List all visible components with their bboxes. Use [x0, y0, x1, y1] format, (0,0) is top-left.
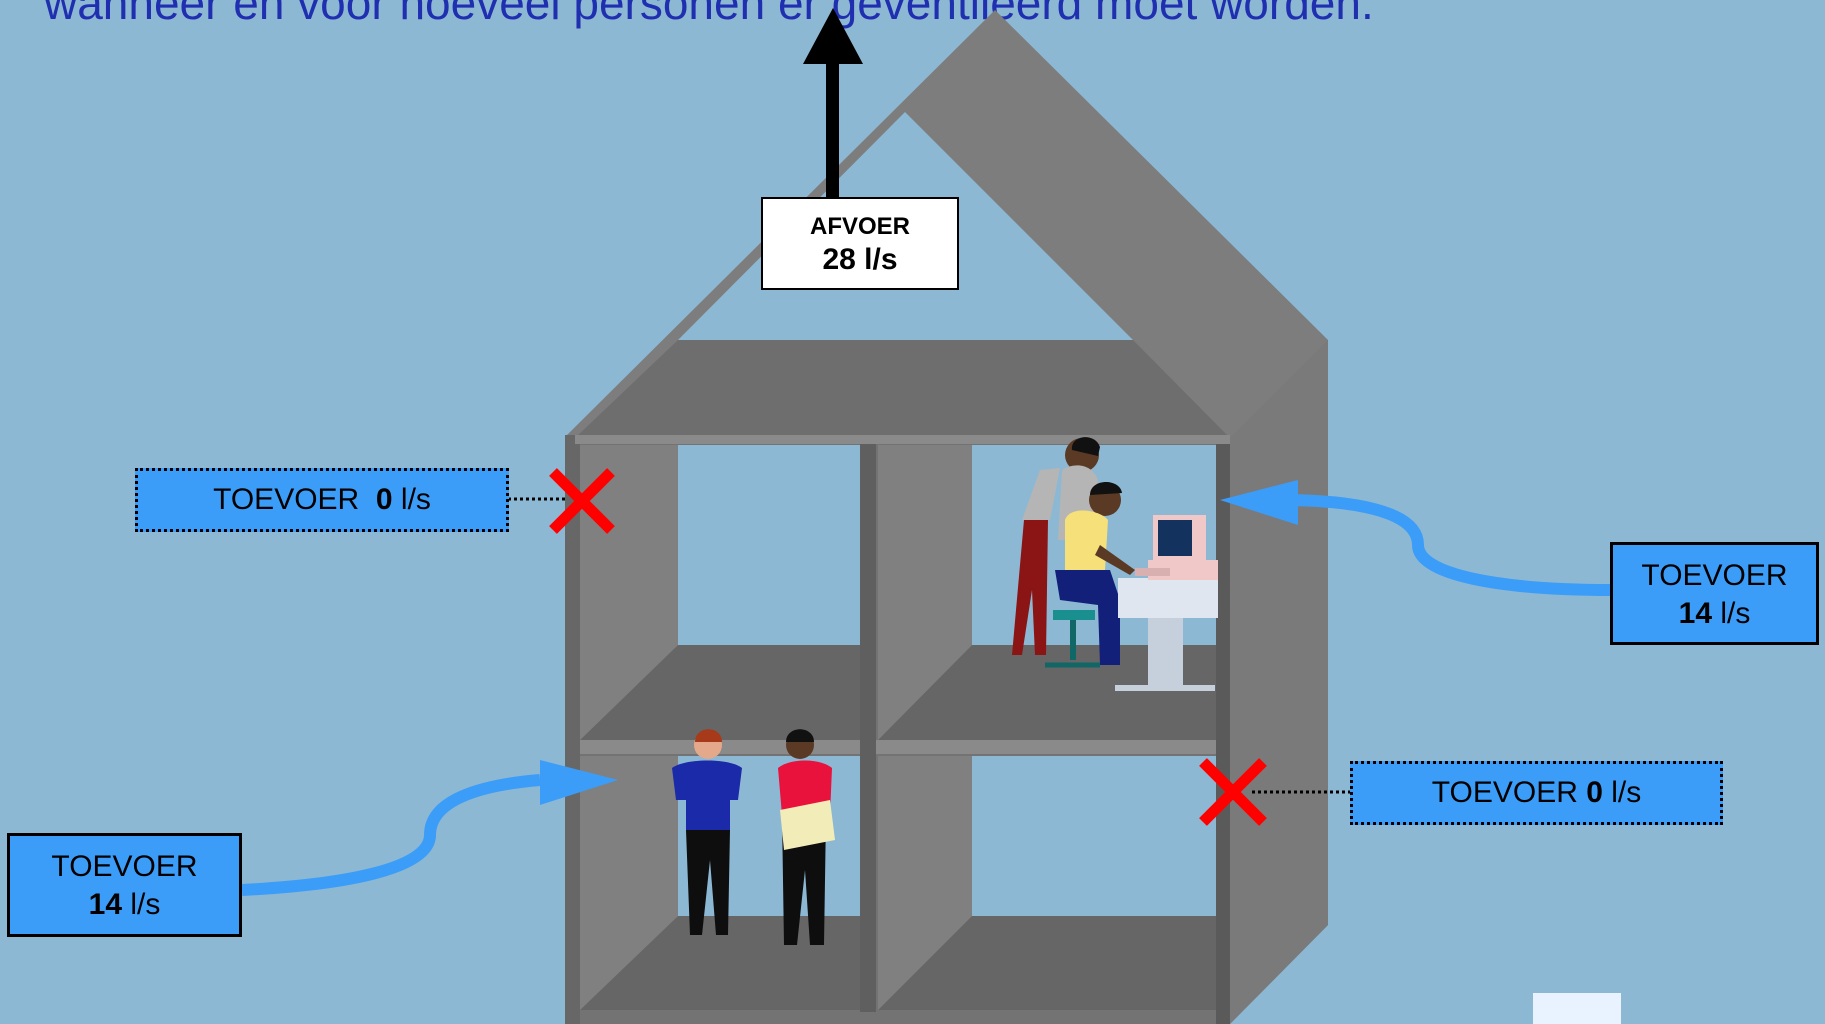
supply-bottom-left-box: TOEVOER 14 l/s	[7, 833, 242, 937]
supply-top-right-label: TOEVOER	[1613, 557, 1816, 595]
supply-bottom-right-label: TOEVOER	[1432, 776, 1578, 809]
exhaust-unit: l/s	[864, 243, 897, 276]
supply-bottom-left-value: 14	[89, 888, 122, 921]
side-wall	[1230, 340, 1328, 1024]
supply-top-left-box: TOEVOER 0 l/s	[135, 468, 509, 532]
supply-top-left-label: TOEVOER	[213, 483, 359, 516]
supply-top-right-value: 14	[1679, 597, 1712, 630]
supply-top-right-value-line: 14 l/s	[1613, 595, 1816, 633]
exhaust-label-box: AFVOER 28 l/s	[761, 197, 959, 290]
supply-bottom-left-value-line: 14 l/s	[10, 886, 239, 924]
airflow-arrow-bottom-left	[242, 780, 540, 890]
supply-top-left-unit: l/s	[401, 483, 431, 516]
exhaust-value: 28	[822, 243, 855, 276]
room-lower-right	[972, 756, 1216, 916]
top-beam	[575, 435, 1230, 444]
exhaust-label: AFVOER	[763, 213, 957, 241]
supply-top-left-value: 0	[376, 483, 393, 516]
room-upper-left	[678, 445, 860, 645]
right-edge	[1216, 435, 1230, 1024]
supply-bottom-left-unit: l/s	[130, 888, 160, 921]
central-divider	[860, 442, 876, 1012]
supply-top-right-box: TOEVOER 14 l/s	[1610, 542, 1819, 645]
exhaust-value-line: 28 l/s	[763, 243, 957, 277]
airflow-arrow-top-right	[1280, 500, 1612, 590]
middle-floor	[575, 740, 1230, 754]
supply-bottom-left-label: TOEVOER	[10, 848, 239, 886]
supply-bottom-right-unit: l/s	[1611, 776, 1641, 809]
attic-floor	[575, 340, 1230, 438]
supply-bottom-right-value: 0	[1586, 776, 1603, 809]
logo-cloud-image	[1533, 993, 1621, 1024]
supply-bottom-right-box: TOEVOER 0 l/s	[1350, 761, 1723, 825]
supply-top-right-unit: l/s	[1720, 597, 1750, 630]
